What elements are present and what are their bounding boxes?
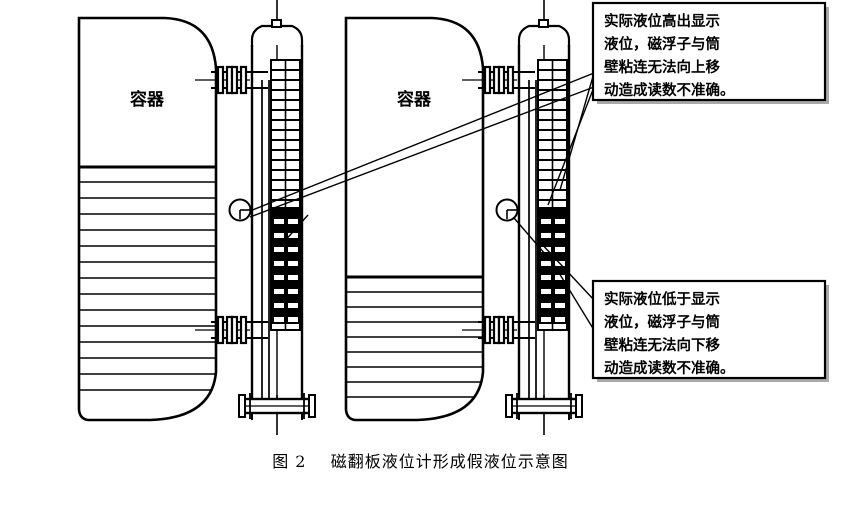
- right-flag-column: [537, 59, 568, 331]
- annotation-low-line-2: 液位，磁浮子与筒: [604, 313, 720, 331]
- annotation-high-level: 实际液位高出显示 液位，磁浮子与筒 壁粘连无法向上移 动造成读数不准确。: [591, 1, 829, 104]
- leader-left-b: [249, 86, 595, 218]
- left-bottom-flange: [237, 391, 317, 435]
- right-vessel-shell: [344, 16, 485, 422]
- right-assembly: 容器: [344, 0, 584, 435]
- left-vessel-shell: [77, 16, 218, 422]
- annotation-high-line-4: 动造成读数不准确。: [604, 81, 735, 99]
- leader-right-lower-b: [547, 254, 595, 331]
- figure-caption: 图 2 磁翻板液位计形成假液位示意图: [272, 452, 569, 471]
- left-vessel-label: 容器: [130, 89, 165, 110]
- left-flags-white: [271, 69, 300, 201]
- annotation-low-line-1: 实际液位低于显示: [604, 290, 720, 308]
- annotation-high-line-1: 实际液位高出显示: [604, 12, 720, 30]
- right-vessel-liquid: [346, 275, 483, 398]
- annotation-high-line-2: 液位，磁浮子与筒: [604, 35, 720, 53]
- left-float-marker: [228, 198, 252, 222]
- leader-right-upper-b: [547, 86, 595, 206]
- leader-left-a: [249, 72, 595, 212]
- right-float-marker: [495, 198, 519, 222]
- annotation-low-line-3: 壁粘连无法向下移: [604, 336, 720, 354]
- leader-right-float: [513, 217, 553, 263]
- left-vessel-liquid: [79, 165, 216, 391]
- right-vessel-label: 容器: [397, 89, 432, 110]
- annotation-low-level: 实际液位低于显示 液位，磁浮子与筒 壁粘连无法向下移 动造成读数不准确。: [591, 279, 829, 382]
- right-upper-nozzle: [462, 65, 535, 95]
- annotation-high-line-3: 壁粘连无法向上移: [604, 58, 720, 76]
- left-flags-dark-slots: [274, 219, 298, 322]
- left-flag-column: [270, 59, 301, 331]
- left-upper-nozzle: [195, 65, 268, 95]
- leader-lines: [249, 72, 595, 331]
- right-lower-nozzle: [462, 315, 535, 345]
- leader-left-flag-tick: [282, 214, 309, 244]
- annotation-low-line-4: 动造成读数不准确。: [604, 359, 735, 377]
- left-lower-nozzle: [195, 315, 268, 345]
- left-assembly: 容器: [77, 0, 317, 435]
- right-bottom-flange: [504, 391, 584, 435]
- leader-right-lower-a: [537, 239, 595, 301]
